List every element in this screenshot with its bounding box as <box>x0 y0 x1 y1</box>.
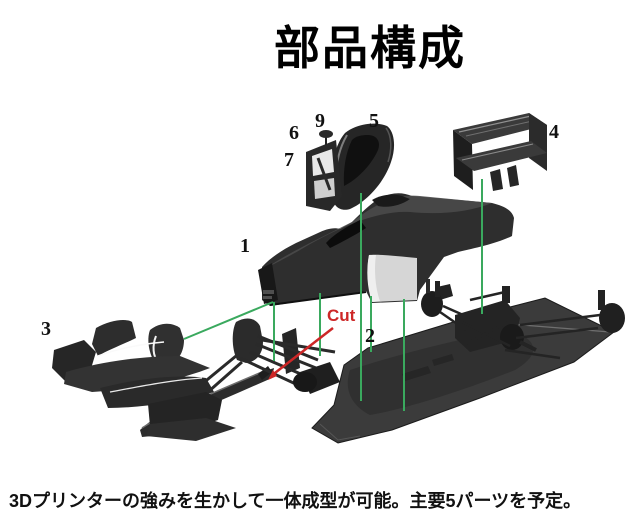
main-body-part <box>258 193 514 306</box>
rear-suspension-assembly <box>421 279 625 360</box>
page-title: 部品構成 <box>274 22 466 74</box>
front-suspension-assembly <box>201 318 340 394</box>
connector-frontwing-nose <box>183 301 274 340</box>
part-label-2: 2 <box>365 325 375 347</box>
part-label-9: 9 <box>315 110 325 132</box>
rear-wing-part <box>453 113 547 191</box>
cut-arrow <box>268 327 334 380</box>
part-label-7: 7 <box>284 149 294 171</box>
mirror-knob <box>319 130 333 138</box>
part-label-6: 6 <box>289 122 299 144</box>
part-label-3: 3 <box>41 318 51 340</box>
cut-annotation: Cut <box>327 306 356 325</box>
part-label-1: 1 <box>240 235 250 257</box>
part-label-4: 4 <box>549 121 559 143</box>
cockpit-insert-part <box>306 123 395 211</box>
connector-lines <box>183 179 483 411</box>
front-wing-part <box>52 320 236 441</box>
part-label-5: 5 <box>369 110 379 132</box>
slide-caption: 3Dプリンターの強みを生かして一体成型が可能。主要5パーツを予定。 <box>9 491 582 511</box>
sidepod-highlight <box>367 254 417 302</box>
